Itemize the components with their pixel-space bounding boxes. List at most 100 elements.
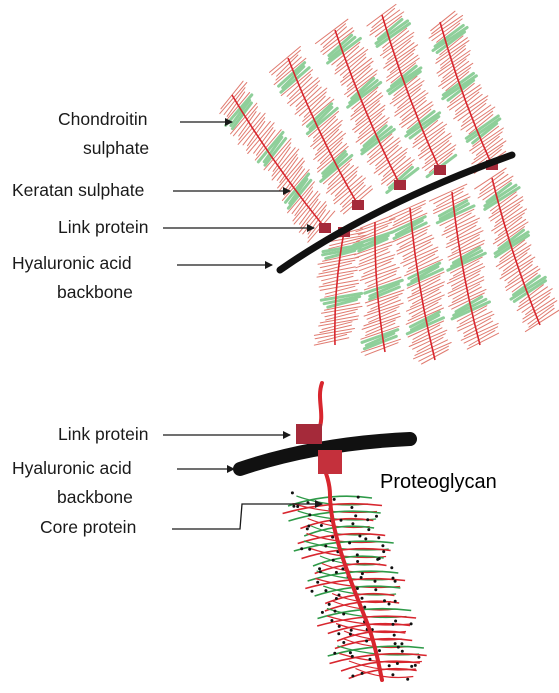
charge-dot — [391, 622, 395, 626]
chondroitin-sulphate-chain — [314, 18, 349, 45]
chondroitin-sulphate-chain — [321, 305, 363, 314]
chondroitin-sulphate-chain — [466, 332, 500, 350]
chondroitin-sulphate-chain — [419, 135, 453, 160]
chondroitin-sulphate-chain — [438, 53, 471, 77]
chondroitin-sulphate-chain — [428, 14, 464, 39]
charge-dot — [400, 642, 404, 646]
core-protein-line — [451, 191, 481, 346]
chondroitin-sulphate-chain — [324, 600, 400, 612]
chondroitin-sulphate-chain — [421, 144, 457, 169]
charge-dot — [382, 550, 386, 554]
chondroitin-sulphate-chain — [313, 118, 338, 142]
chondroitin-sulphate-chain — [331, 41, 361, 66]
top-labels: Chondroitin sulphate Keratan sulphate Li… — [12, 109, 315, 302]
charge-dot — [319, 524, 323, 527]
chondroitin-sulphate-chain — [439, 44, 466, 66]
charge-dot — [351, 522, 355, 526]
chondroitin-sulphate-chain — [367, 299, 401, 314]
chondroitin-sulphate-chain — [430, 10, 456, 32]
charge-dot — [290, 491, 294, 495]
chondroitin-sulphate-chain — [319, 324, 352, 334]
chondroitin-sulphate-chain — [463, 320, 494, 337]
keratan-sulphate-chain — [286, 178, 313, 210]
chondroitin-sulphate-chain — [490, 199, 524, 222]
chondroitin-sulphate-chain — [406, 294, 445, 312]
chondroitin-sulphate-chain — [353, 90, 378, 112]
chondroitin-sulphate-chain — [387, 48, 416, 71]
chondroitin-sulphate-chain — [411, 275, 441, 292]
chondroitin-sulphate-chain — [367, 273, 397, 287]
chondroitin-sulphate-chain — [363, 312, 401, 327]
keratan-sulphate-chain — [321, 152, 349, 178]
chondroitin-sulphate-chain — [457, 98, 488, 122]
charge-dot — [363, 605, 367, 609]
chondroitin-sulphate-chain — [494, 206, 523, 227]
chondroitin-sulphate-chain — [412, 121, 444, 145]
keratan-sulphate-chain — [435, 30, 466, 54]
chondroitin-sulphate-chain — [308, 110, 339, 138]
chondroitin-sulphate-chain — [307, 210, 331, 239]
chondroitin-sulphate-chain — [495, 203, 521, 224]
keratan-sulphate-chain — [319, 154, 354, 183]
keratan-sulphate-chain — [388, 165, 414, 190]
glycosaminoglycan-chains — [282, 495, 427, 680]
chondroitin-sulphate-chain — [521, 292, 551, 313]
aggregate-top — [219, 3, 559, 365]
chondroitin-sulphate-chain — [455, 93, 483, 116]
charge-dot — [366, 518, 370, 522]
keratan-sulphate-chain — [450, 249, 484, 268]
charge-dot — [394, 619, 398, 623]
chondroitin-sulphate-chain — [522, 297, 555, 320]
chondroitin-sulphate-chain — [491, 208, 527, 232]
keratan-sulphate-chain — [229, 98, 252, 128]
charge-dot — [331, 558, 335, 562]
charge-dot — [330, 619, 334, 622]
chondroitin-sulphate-chain — [276, 54, 299, 77]
chondroitin-sulphate-chain — [393, 84, 423, 107]
chondroitin-sulphate-chain — [334, 48, 369, 75]
charge-dot — [349, 628, 353, 632]
charge-dot — [364, 537, 368, 541]
chondroitin-sulphate-chain — [341, 60, 374, 86]
chondroitin-sulphate-chain — [407, 320, 445, 338]
label-hyaluronic-acid-top-line1: Hyaluronic acid — [12, 253, 132, 273]
charge-dot — [387, 602, 391, 606]
charge-dot — [395, 662, 399, 665]
charge-dot — [356, 560, 360, 563]
chondroitin-sulphate-chain — [364, 342, 399, 356]
keratan-sulphate-chain — [441, 71, 475, 97]
charge-dot — [351, 674, 355, 678]
chondroitin-sulphate-chain — [313, 337, 350, 346]
chondroitin-sulphate-chain — [224, 92, 251, 123]
core-protein-line — [409, 207, 436, 361]
charge-dot — [375, 514, 378, 518]
keratan-sulphate-chain — [314, 585, 401, 597]
hyaluronic-acid-backbone — [276, 151, 516, 274]
chondroitin-sulphate-chain — [313, 124, 342, 150]
chondroitin-sulphate-chain — [324, 308, 358, 318]
chondroitin-sulphate-chain — [451, 292, 485, 310]
keratan-sulphate-chain — [364, 331, 396, 347]
keratan-sulphate-chain — [464, 114, 500, 140]
chondroitin-sulphate-chain — [460, 106, 496, 131]
core-protein-line — [334, 231, 345, 346]
chondroitin-sulphate-chain — [494, 218, 527, 241]
chondroitin-sulphate-chain — [325, 166, 359, 194]
chondroitin-sulphate-chain — [471, 140, 507, 165]
chondroitin-sulphate-chain — [412, 333, 446, 350]
charge-dot — [350, 654, 354, 658]
chondroitin-sulphate-chain — [346, 65, 371, 87]
chondroitin-sulphate-chain — [396, 228, 428, 245]
chondroitin-sulphate-chain — [294, 190, 314, 216]
chondroitin-sulphate-chain — [491, 194, 518, 215]
chondroitin-sulphate-chain — [350, 92, 382, 117]
chondroitin-sulphate-chain — [497, 226, 525, 247]
link-protein — [352, 200, 364, 210]
charge-dot — [337, 624, 341, 628]
keratan-sulphate-chain — [394, 218, 424, 237]
keratan-sulphate-chain — [308, 105, 334, 131]
charge-dot — [305, 527, 309, 531]
chondroitin-sulphate-chain — [256, 129, 276, 156]
chondroitin-sulphate-chain — [394, 92, 429, 117]
chondroitin-sulphate-chain — [474, 167, 507, 190]
